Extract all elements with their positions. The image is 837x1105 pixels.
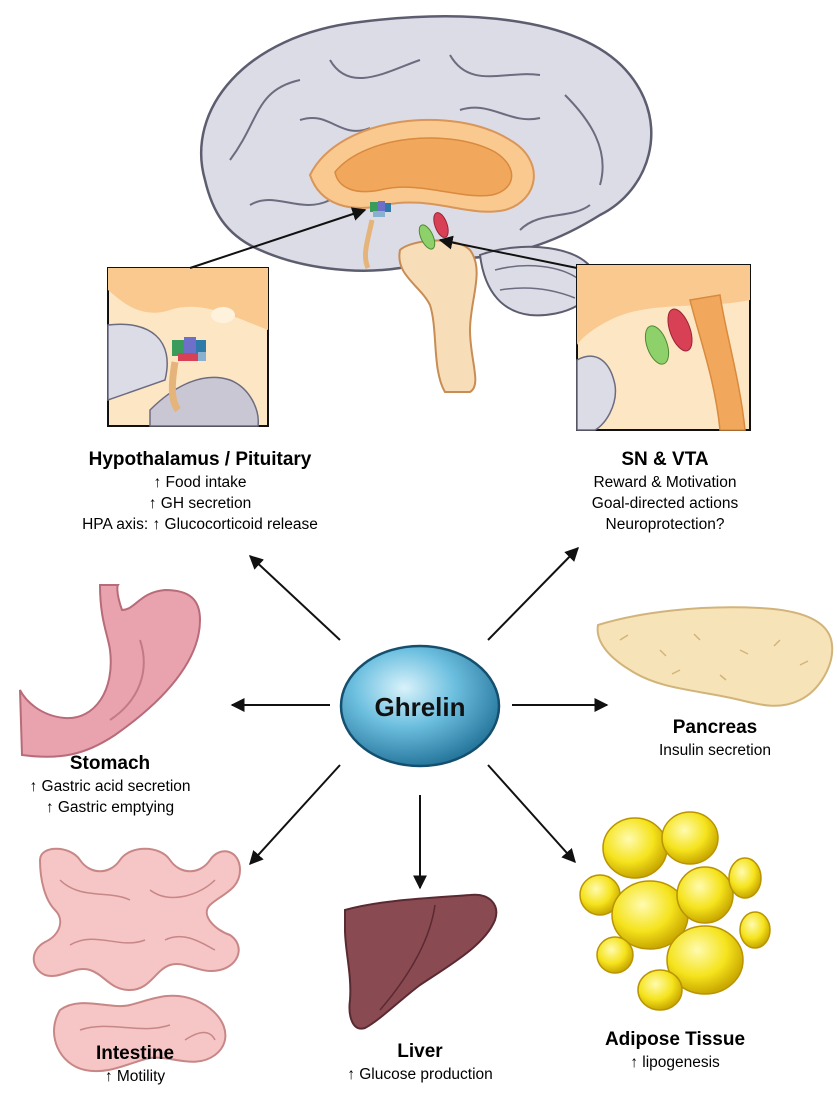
intestine-title: Intestine	[50, 1042, 220, 1066]
hypothalamus-label: Hypothalamus / Pituitary ↑ Food intake ↑…	[30, 448, 370, 535]
sn-vta-line-1: Reward & Motivation	[555, 472, 775, 493]
arrow-to-hypothalamus	[250, 556, 340, 640]
sn-vta-line-2: Goal-directed actions	[555, 493, 775, 514]
adipose-label: Adipose Tissue ↑ lipogenesis	[575, 1028, 775, 1073]
adipose-title: Adipose Tissue	[575, 1028, 775, 1052]
sn-vta-inset	[577, 265, 750, 430]
stomach-label: Stomach ↑ Gastric acid secretion ↑ Gastr…	[0, 752, 220, 818]
pancreas-illustration	[598, 607, 833, 705]
arrow-to-adipose	[488, 765, 575, 862]
hypothalamus-line-2: ↑ GH secretion	[30, 493, 370, 514]
sn-vta-title: SN & VTA	[555, 448, 775, 472]
hypothalamus-line-3: HPA axis: ↑ Glucocorticoid release	[30, 514, 370, 535]
hypothalamus-title: Hypothalamus / Pituitary	[30, 448, 370, 472]
sn-vta-line-3: Neuroprotection?	[555, 514, 775, 535]
stomach-illustration	[20, 585, 200, 757]
pancreas-label: Pancreas Insulin secretion	[620, 716, 810, 761]
hypothalamus-inset	[108, 268, 268, 426]
adipose-line-1: ↑ lipogenesis	[575, 1052, 775, 1073]
liver-line-1: ↑ Glucose production	[310, 1064, 530, 1085]
hypothalamus-line-1: ↑ Food intake	[30, 472, 370, 493]
stomach-line-2: ↑ Gastric emptying	[0, 797, 220, 818]
stomach-title: Stomach	[0, 752, 220, 776]
liver-title: Liver	[310, 1040, 530, 1064]
liver-label: Liver ↑ Glucose production	[310, 1040, 530, 1085]
intestine-illustration	[34, 849, 240, 1071]
stomach-line-1: ↑ Gastric acid secretion	[0, 776, 220, 797]
pancreas-title: Pancreas	[620, 716, 810, 740]
intestine-label: Intestine ↑ Motility	[50, 1042, 220, 1087]
intestine-line-1: ↑ Motility	[50, 1066, 220, 1087]
ghrelin-hub: Ghrelin	[341, 646, 499, 766]
adipose-illustration	[580, 812, 770, 1010]
pancreas-line-1: Insulin secretion	[620, 740, 810, 761]
arrow-to-intestine	[250, 765, 340, 864]
arrow-to-sn-vta	[488, 548, 578, 640]
hub-label: Ghrelin	[374, 692, 465, 722]
sn-vta-label: SN & VTA Reward & Motivation Goal-direct…	[555, 448, 775, 535]
liver-illustration	[345, 895, 496, 1029]
